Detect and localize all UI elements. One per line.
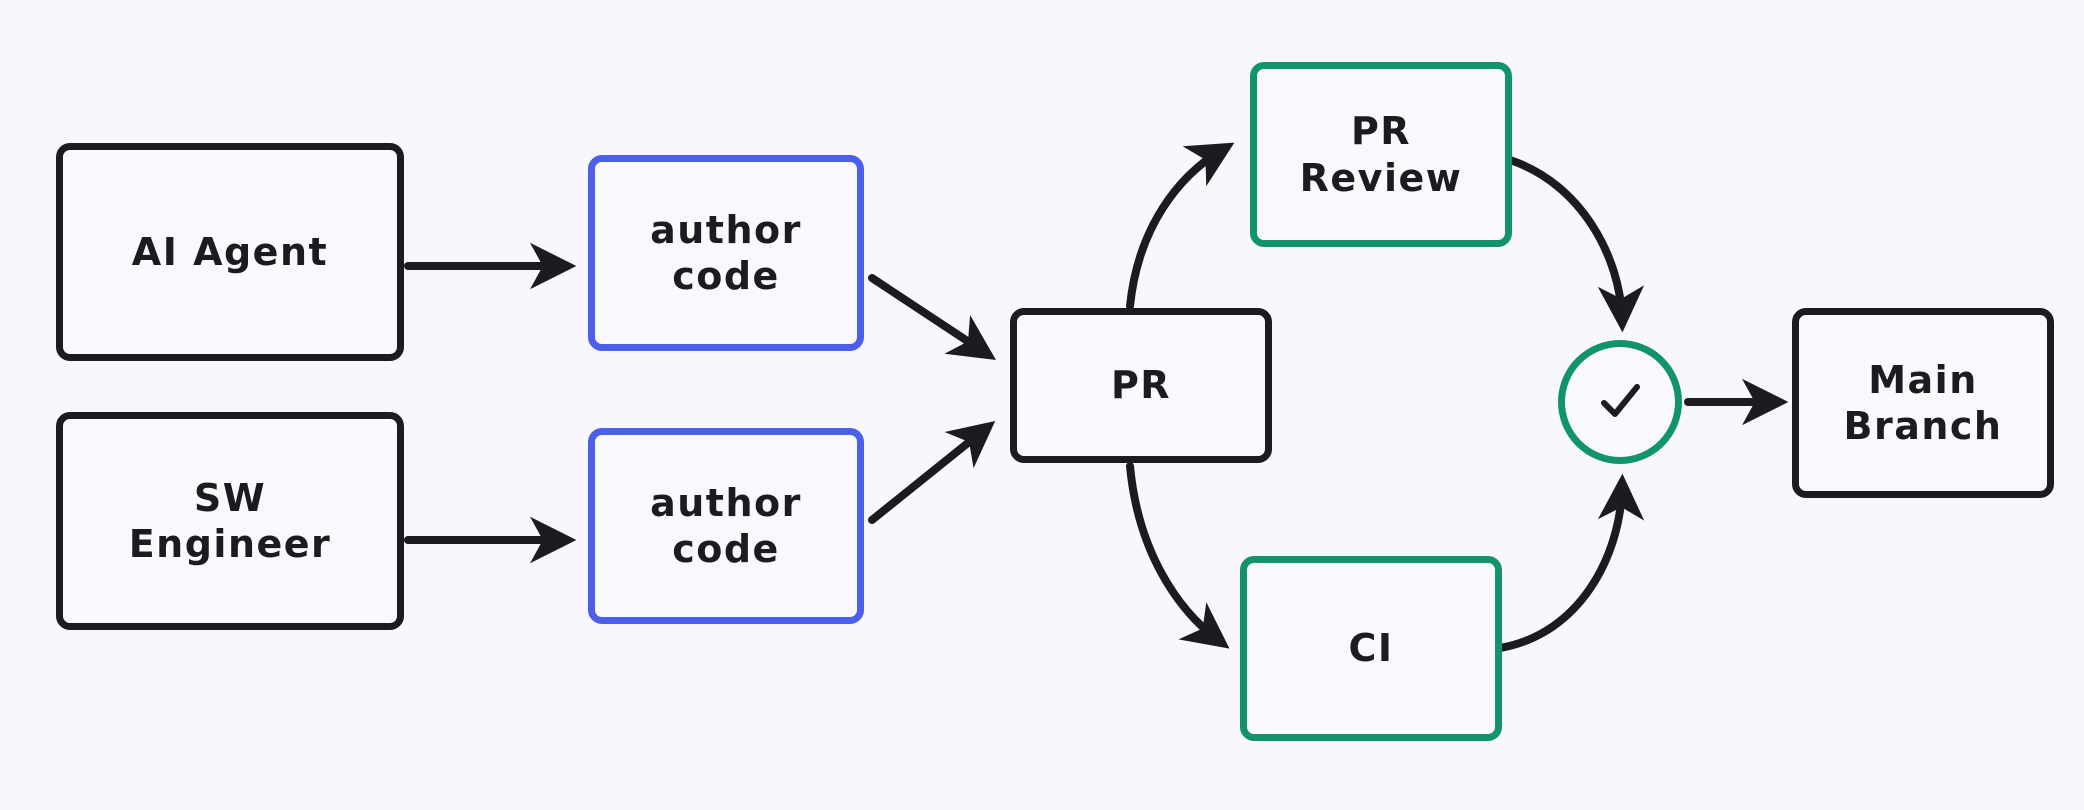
node-main-branch[interactable]: Main Branch xyxy=(1792,308,2054,498)
edge-author-code-agent-to-pr xyxy=(868,274,997,360)
node-ci-label: CI xyxy=(1348,626,1394,671)
node-pr-label: PR xyxy=(1110,363,1172,408)
merge-gate[interactable] xyxy=(1558,340,1682,464)
node-ai-agent[interactable]: AI Agent xyxy=(56,143,404,361)
node-author-code-engineer[interactable]: author code xyxy=(588,428,864,624)
node-sw-engineer[interactable]: SW Engineer xyxy=(56,412,404,630)
node-author-code-agent-label: author code xyxy=(650,207,802,298)
node-pr[interactable]: PR xyxy=(1010,308,1272,463)
node-sw-engineer-label: SW Engineer xyxy=(128,475,332,566)
node-ci[interactable]: CI xyxy=(1240,556,1502,741)
edge-pr-review-to-gate xyxy=(1506,156,1645,333)
node-author-code-engineer-label: author code xyxy=(650,480,802,571)
edge-pr-to-ci xyxy=(1126,462,1230,649)
node-author-code-agent[interactable]: author code xyxy=(588,155,864,351)
node-pr-review[interactable]: PR Review xyxy=(1250,62,1512,247)
edge-ci-to-gate xyxy=(1496,473,1645,652)
node-main-branch-label: Main Branch xyxy=(1843,357,2003,448)
check-icon xyxy=(1590,372,1650,432)
node-ai-agent-label: AI Agent xyxy=(131,229,329,274)
edge-pr-to-pr-review xyxy=(1126,142,1235,310)
edge-author-code-engineer-to-pr xyxy=(868,420,996,524)
node-pr-review-label: PR Review xyxy=(1299,109,1463,200)
